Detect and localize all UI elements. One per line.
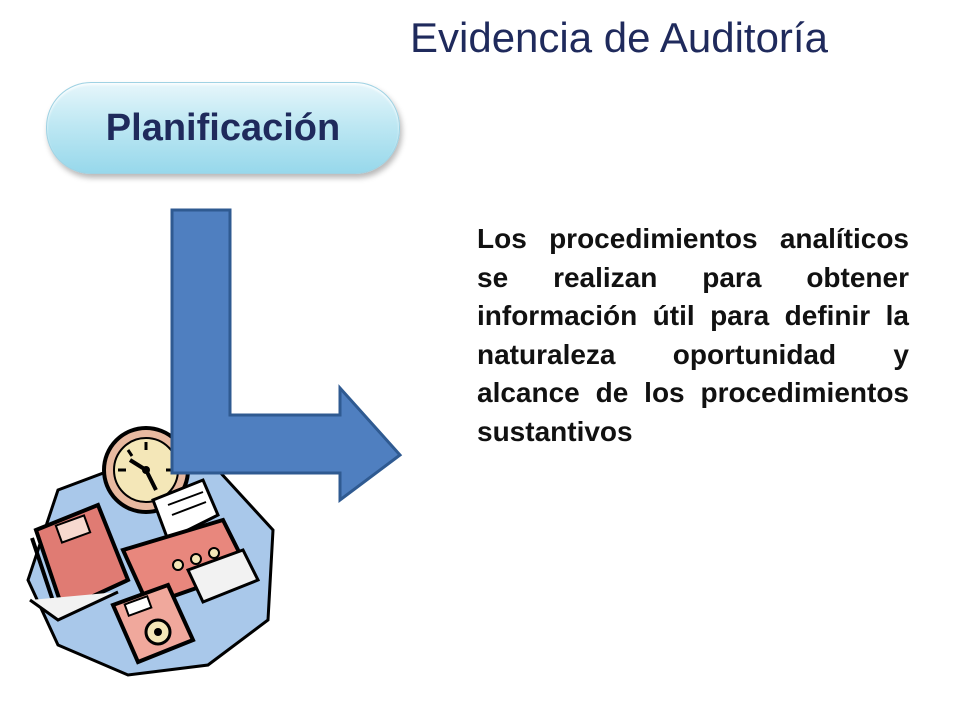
phase-label: Planificación <box>105 106 341 149</box>
book-icon <box>29 502 131 622</box>
body-text: Los procedimientos analíticos se realiza… <box>477 223 909 447</box>
slide-title: Evidencia de Auditoría <box>410 14 828 61</box>
disk-icon <box>110 582 196 665</box>
printer-icon <box>120 478 261 608</box>
phase-pill: Planificación <box>46 82 400 174</box>
office-clipart-icon <box>26 426 275 677</box>
clock-icon <box>102 426 190 514</box>
bent-arrow-icon <box>170 208 403 503</box>
